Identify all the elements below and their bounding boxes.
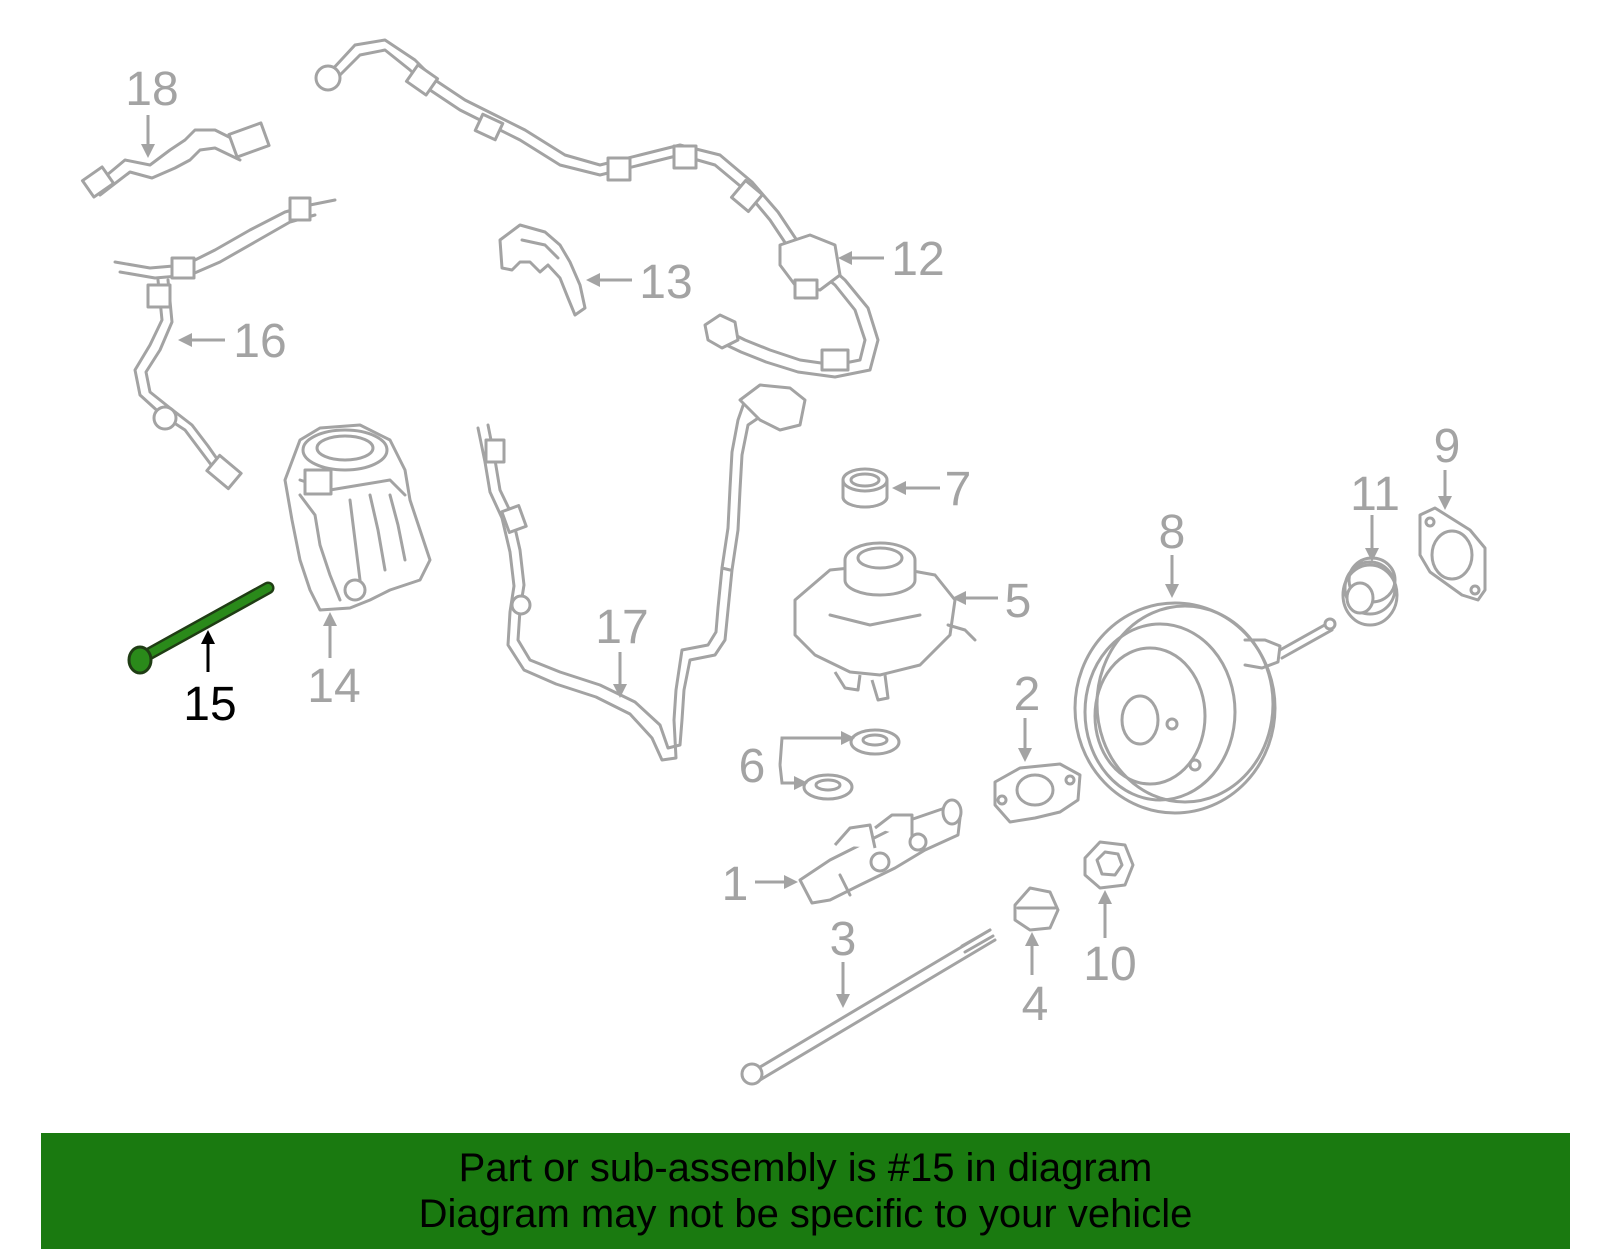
callout-8: 8 bbox=[1159, 506, 1186, 559]
part-14-unit[interactable] bbox=[283, 423, 432, 612]
callout-9: 9 bbox=[1434, 420, 1461, 473]
part-16-harness[interactable] bbox=[113, 196, 337, 491]
callout-10: 10 bbox=[1083, 938, 1136, 991]
banner-line-1: Part or sub-assembly is #15 in diagram bbox=[458, 1146, 1153, 1190]
part-4-nut[interactable] bbox=[1013, 886, 1060, 932]
part-8-booster[interactable] bbox=[1073, 601, 1337, 815]
part-6-seals[interactable] bbox=[802, 728, 901, 801]
part-2-gasket[interactable] bbox=[993, 762, 1082, 824]
part-15-bolt[interactable] bbox=[127, 581, 275, 675]
callout-18: 18 bbox=[125, 63, 178, 116]
callout-3: 3 bbox=[830, 913, 857, 966]
callout-17: 17 bbox=[595, 601, 648, 654]
callout-13: 13 bbox=[639, 256, 692, 309]
part-12-brake-line[interactable] bbox=[314, 38, 880, 379]
callout-labels: 18 16 13 12 7 9 11 8 5 17 14 15 2 6 1 3 … bbox=[125, 63, 1460, 1031]
callout-7: 7 bbox=[945, 463, 972, 516]
callout-2: 2 bbox=[1014, 668, 1041, 721]
callout-4: 4 bbox=[1022, 978, 1049, 1031]
callout-5: 5 bbox=[1005, 575, 1032, 628]
callout-14: 14 bbox=[307, 660, 360, 713]
part-9-gasket[interactable] bbox=[1418, 506, 1487, 602]
part-3-rod[interactable] bbox=[740, 928, 997, 1086]
callout-1: 1 bbox=[722, 858, 749, 911]
callout-15: 15 bbox=[183, 678, 236, 731]
part-11-boot[interactable] bbox=[1341, 556, 1399, 627]
callout-12: 12 bbox=[891, 233, 944, 286]
part-17-hose[interactable] bbox=[476, 383, 807, 762]
part-18-hose[interactable] bbox=[80, 121, 271, 199]
part-1-master-cylinder[interactable] bbox=[798, 798, 963, 905]
callout-6: 6 bbox=[739, 740, 766, 793]
part-13-clip[interactable] bbox=[498, 223, 587, 317]
leaders bbox=[141, 115, 1452, 1008]
callout-11: 11 bbox=[1350, 468, 1400, 521]
parts-diagram: 18 16 13 12 7 9 11 8 5 17 14 15 2 6 1 3 … bbox=[80, 38, 1487, 1086]
info-banner: Part or sub-assembly is #15 in diagram D… bbox=[41, 1133, 1570, 1249]
banner-line-2: Diagram may not be specific to your vehi… bbox=[418, 1192, 1193, 1236]
part-10-nut[interactable] bbox=[1083, 840, 1135, 890]
part-7-cap[interactable] bbox=[841, 467, 889, 509]
callout-16: 16 bbox=[233, 315, 286, 368]
part-5-reservoir[interactable] bbox=[793, 541, 977, 702]
